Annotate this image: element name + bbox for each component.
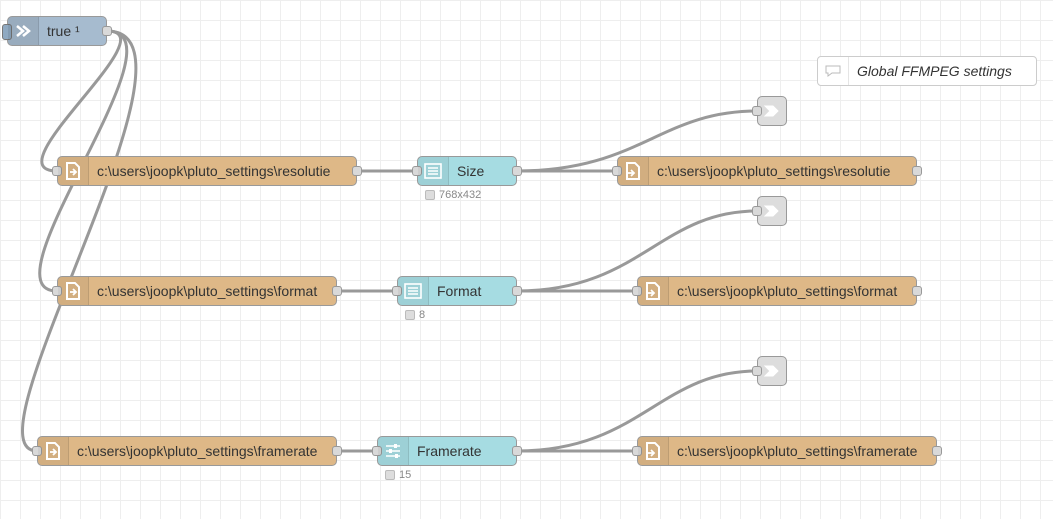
speech-bubble-icon [818,57,849,85]
format-label: Format [437,283,482,299]
status-text: 8 [419,309,426,321]
file-out-icon [638,277,669,305]
input-port[interactable] [412,166,422,176]
framerate-label: Framerate [417,443,482,459]
inject-label: true ¹ [47,23,80,39]
output-port[interactable] [512,286,522,296]
file-in-node-framerate[interactable]: c:\users\joopk\pluto_settings\framerate [32,436,342,466]
file-in-icon [58,277,89,305]
output-port[interactable] [332,446,342,456]
file-in-icon [58,157,89,185]
wire-format-to-link [516,209,758,293]
file-out-label: c:\users\joopk\pluto_settings\framerate [677,443,918,459]
link-out-icon [763,105,779,117]
file-out-node-format[interactable]: c:\users\joopk\pluto_settings\format [632,276,922,306]
output-port[interactable] [332,286,342,296]
comment-label: Global FFMPEG settings [857,63,1012,79]
size-label: Size [457,163,485,179]
file-out-node-framerate[interactable]: c:\users\joopk\pluto_settings\framerate [632,436,942,466]
inject-button[interactable] [2,24,12,40]
file-in-label: c:\users\joopk\pluto_settings\resolutie [97,163,331,179]
output-port[interactable] [912,166,922,176]
wire-size-to-link [516,109,758,173]
file-in-label: c:\users\joopk\pluto_settings\format [97,283,318,299]
sliders-icon [378,437,409,465]
status-text: 768x432 [439,189,482,201]
output-port[interactable] [512,166,522,176]
link-out-node-1[interactable] [752,96,787,126]
output-port[interactable] [912,286,922,296]
input-port[interactable] [52,286,62,296]
list-icon [398,277,429,305]
format-status: 8 [405,309,425,321]
status-dot [385,470,395,480]
input-port[interactable] [632,286,642,296]
wire-inject-to-framerate [21,29,138,453]
file-in-label: c:\users\joopk\pluto_settings\framerate [77,443,318,459]
input-port[interactable] [752,366,762,376]
output-port[interactable] [512,446,522,456]
size-switch-node[interactable]: Size [412,156,522,186]
input-port[interactable] [752,106,762,116]
file-in-icon [38,437,69,465]
file-out-icon [618,157,649,185]
file-in-node-resolutie[interactable]: c:\users\joopk\pluto_settings\resolutie [52,156,362,186]
input-port[interactable] [52,166,62,176]
output-port[interactable] [102,26,112,36]
format-switch-node[interactable]: Format [392,276,522,306]
link-out-node-2[interactable] [752,196,787,226]
status-dot [405,310,415,320]
list-icon [418,157,449,185]
output-port[interactable] [352,166,362,176]
inject-node-true[interactable]: true ¹ [2,16,112,46]
link-out-node-3[interactable] [752,356,787,386]
input-port[interactable] [752,206,762,216]
size-status: 768x432 [425,189,481,201]
comment-node[interactable]: Global FFMPEG settings [817,56,1037,86]
status-dot [425,190,435,200]
file-out-node-resolutie[interactable]: c:\users\joopk\pluto_settings\resolutie [612,156,922,186]
input-port[interactable] [32,446,42,456]
input-port[interactable] [392,286,402,296]
framerate-change-node[interactable]: Framerate [372,436,522,466]
input-port[interactable] [372,446,382,456]
arrow-in-icon [8,17,39,45]
file-out-icon [638,437,669,465]
status-text: 15 [399,469,412,481]
wire-framerate-to-link [516,369,758,453]
link-out-icon [763,365,779,377]
file-out-label: c:\users\joopk\pluto_settings\format [677,283,898,299]
output-port[interactable] [932,446,942,456]
framerate-status: 15 [385,469,411,481]
file-out-label: c:\users\joopk\pluto_settings\resolutie [657,163,891,179]
file-in-node-format[interactable]: c:\users\joopk\pluto_settings\format [52,276,342,306]
input-port[interactable] [612,166,622,176]
input-port[interactable] [632,446,642,456]
link-out-icon [763,205,779,217]
wire-inject-to-resolutie [40,29,123,173]
